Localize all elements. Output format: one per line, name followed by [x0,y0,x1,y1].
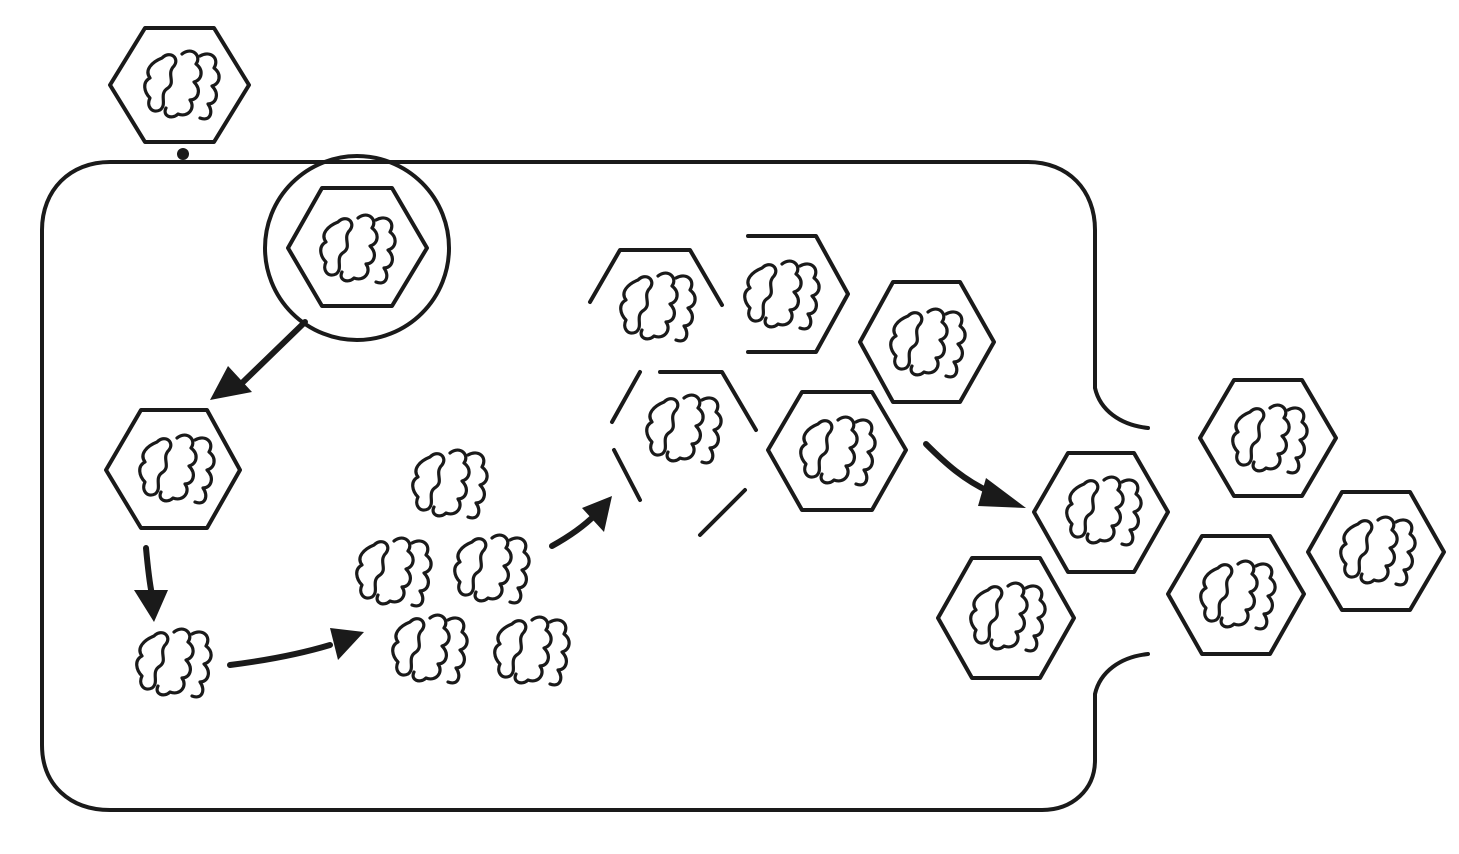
virus-capsid-icon [286,186,429,308]
viral-genome-icon [1199,559,1277,631]
virus-capsid-icon [1198,378,1338,498]
virus-capsid-icon [1306,490,1446,612]
arrow-genome-to-replication [227,642,333,668]
viral-genome-icon [799,415,877,487]
virus-capsid-icon [936,556,1076,680]
arrow-replication-to-assembly [549,512,598,549]
arrow-uncoating-to-genome [143,545,155,598]
assembling-capsids [588,234,996,537]
viral-genome-icon [453,533,531,605]
arrow-entry-to-uncoating-head [210,366,252,400]
endosome-with-virus [263,154,451,342]
viral-genome-icon [319,213,397,285]
virus-capsid-icon [766,390,908,512]
virus-capsid-icon [108,26,251,144]
released-virions [936,378,1446,680]
viral-genome-icon [143,49,221,121]
cell-membrane [40,160,1150,812]
viral-genome-icon [493,615,571,687]
arrow-entry-to-uncoating [237,319,308,388]
viral-genome-icon [1065,475,1143,547]
arrow-replication-to-assembly-head [582,496,612,532]
arrow-assembly-to-release-head [978,478,1026,508]
virus-capsid-icon [858,280,996,404]
released-genome [135,627,213,699]
endosome-vesicle-icon [263,154,451,342]
viral-genome-icon [969,581,1047,653]
viral-genome-icon [138,433,216,505]
arrow-assembly-to-release [923,441,993,495]
replicated-genomes [355,448,571,687]
viral-genome-icon [889,307,967,379]
viral-genome-icon [619,271,697,343]
arrow-genome-to-replication-head [330,628,364,660]
partial-capsid-icon [610,370,758,537]
virus-capsid-icon [1032,451,1170,574]
viral-genome-icon [1231,403,1309,475]
viral-genome-icon [391,613,469,685]
receptor-dot [177,148,189,160]
partial-capsid-icon [746,234,850,354]
arrow-uncoating-to-genome-head [134,590,168,622]
uncoating-virus [104,408,242,530]
virus-capsid-icon [104,408,242,530]
viral-genome-icon [743,259,821,331]
virus-capsid-icon [1166,534,1306,656]
viral-genome-icon [645,393,723,465]
attaching-virus [108,26,251,144]
viral-genome-icon [355,536,433,608]
viral-genome-icon [1339,515,1417,587]
partial-capsid-icon [588,248,724,307]
viral-genome-icon [411,448,489,520]
